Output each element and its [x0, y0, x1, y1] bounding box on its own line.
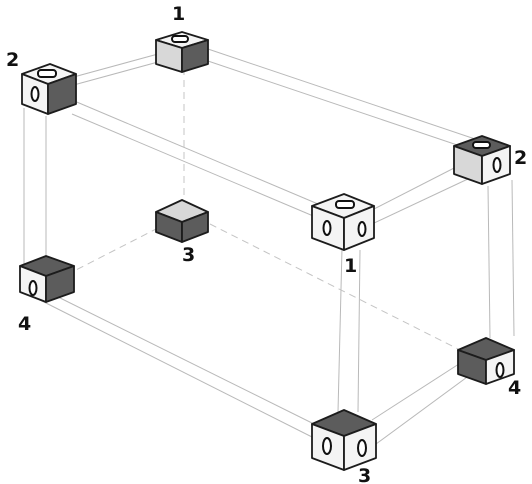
label-top-front-right: 2 [514, 147, 527, 169]
edge-vert-front-left-2 [357, 249, 361, 413]
corner-block-top-front-left [311, 193, 375, 251]
edge-top-left [71, 99, 319, 205]
edge-bottom-left [39, 299, 315, 439]
corner-block-top-back-right [155, 31, 209, 73]
label-top-back-left: 2 [6, 49, 19, 71]
edge-bottom-front [375, 371, 475, 445]
edge-top-front-2 [371, 177, 471, 225]
edge-top-front [371, 164, 461, 211]
label-bottom-back-right: 3 [182, 244, 195, 266]
corner-block-bottom-front-left [311, 409, 377, 471]
label-bottom-front-right: 4 [508, 377, 521, 399]
edge-vert-right-2 [511, 179, 515, 337]
label-top-back-right: 1 [172, 3, 185, 25]
edge-top-right-2 [204, 59, 479, 153]
edge-vert-right [487, 185, 491, 339]
label-top-front-left: 1 [344, 255, 357, 277]
frame-edges [23, 47, 515, 445]
corner-block-bottom-front-right [457, 337, 515, 385]
corner-block-top-back-left [21, 63, 77, 115]
edge-hidden-bottom-left [75, 227, 159, 271]
label-bottom-back-left: 4 [18, 313, 31, 335]
corner-block-bottom-back-left [19, 255, 75, 303]
corner-block-top-front-right [453, 135, 511, 185]
corner-block-bottom-back-right [155, 199, 209, 243]
label-bottom-front-left: 3 [358, 465, 371, 484]
edge-bottom-front-2 [371, 361, 463, 421]
edge-bottom-left-2 [47, 291, 315, 425]
corner-labels: 2 1 2 1 4 3 4 3 [6, 3, 527, 484]
edge-vert-front-left [337, 247, 343, 413]
edge-top-right [204, 47, 479, 141]
edge-top-left-2 [71, 113, 319, 219]
edge-hidden-bottom-right [209, 223, 461, 351]
